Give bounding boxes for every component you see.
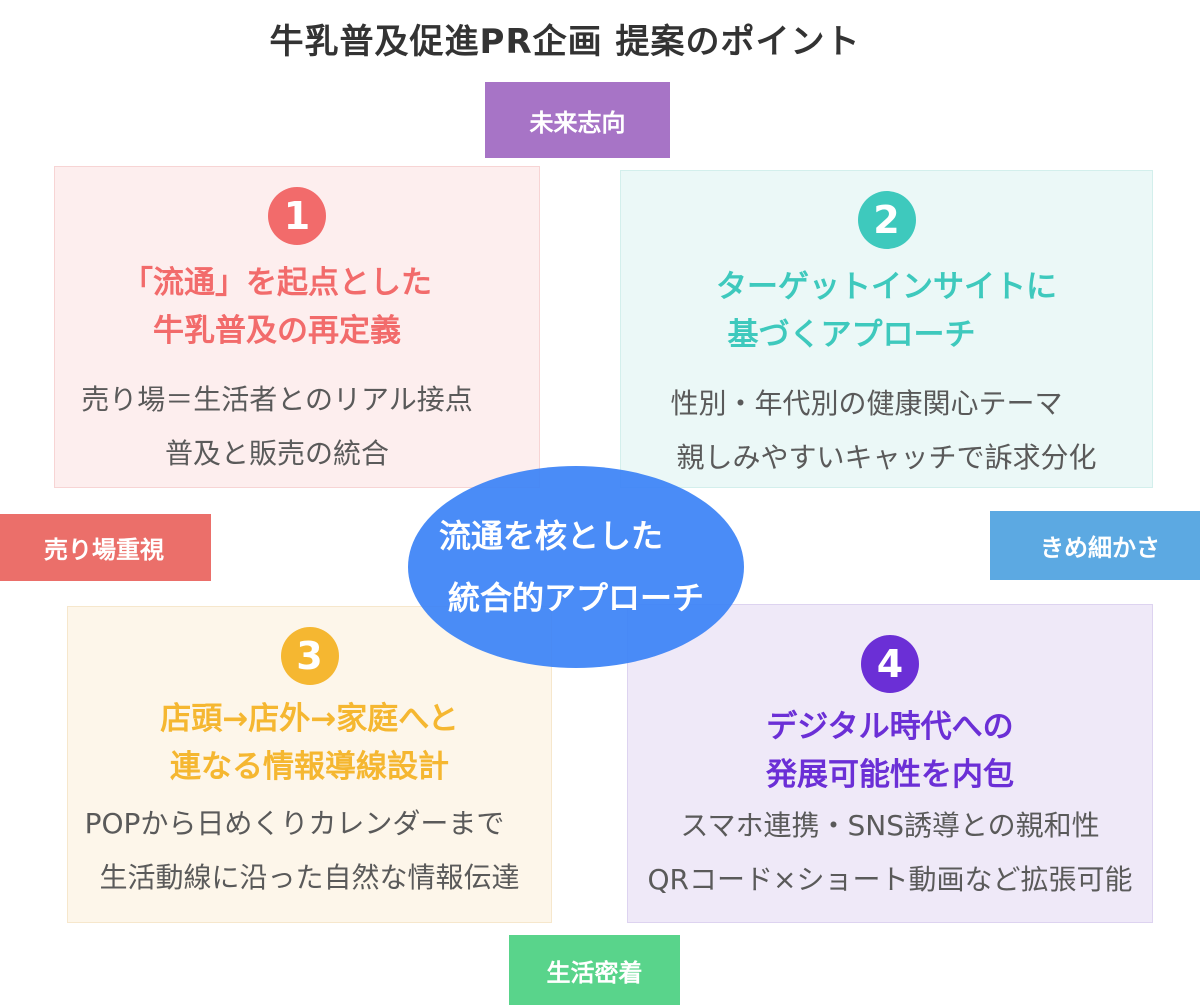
center-ellipse: 流通を核とした 統合的アプローチ bbox=[408, 466, 744, 668]
tag-left: 売り場重視 bbox=[0, 514, 211, 581]
tag-bottom: 生活密着 bbox=[509, 935, 680, 1005]
panel-desc-3: POPから日めくりカレンダーまで 生活動線に沿った自然な情報伝達 bbox=[85, 797, 520, 905]
panel-heading-1-line1: 「流通」を起点とした bbox=[122, 265, 432, 301]
panel-heading-1: 「流通」を起点とした 牛乳普及の再定義 bbox=[122, 259, 432, 355]
panel-desc-2-line2: 親しみやすいキャッチで訴求分化 bbox=[676, 441, 1097, 474]
panel-heading-4-line2: 発展可能性を内包 bbox=[766, 757, 1014, 793]
panel-desc-1: 売り場＝生活者とのリアル接点 普及と販売の統合 bbox=[81, 373, 472, 481]
panel-desc-4-line2: QRコード×ショート動画など拡張可能 bbox=[647, 863, 1133, 896]
panel-desc-2: 性別・年代別の健康関心テーマ 親しみやすいキャッチで訴求分化 bbox=[670, 377, 1097, 485]
panel-desc-4-line1: スマホ連携・SNS誘導との親和性 bbox=[680, 809, 1100, 842]
page-title: 牛乳普及促進PR企画 提案のポイント bbox=[269, 22, 861, 62]
panel-heading-4: デジタル時代への 発展可能性を内包 bbox=[766, 703, 1014, 799]
point-panel-1: 1 「流通」を起点とした 牛乳普及の再定義 売り場＝生活者とのリアル接点 普及と… bbox=[54, 166, 540, 488]
panel-desc-1-line1: 売り場＝生活者とのリアル接点 bbox=[81, 383, 473, 416]
panel-desc-2-line1: 性別・年代別の健康関心テーマ bbox=[670, 387, 1063, 420]
center-line2: 統合的アプローチ bbox=[447, 579, 704, 617]
panel-heading-3: 店頭→店外→家庭へと 連なる情報導線設計 bbox=[160, 695, 458, 791]
panel-heading-2-line2: 基づくアプローチ bbox=[727, 317, 976, 353]
number-badge-4: 4 bbox=[861, 635, 919, 693]
panel-heading-1-line2: 牛乳普及の再定義 bbox=[153, 313, 401, 349]
number-badge-1: 1 bbox=[268, 187, 326, 245]
point-panel-2: 2 ターゲットインサイトに 基づくアプローチ 性別・年代別の健康関心テーマ 親し… bbox=[620, 170, 1153, 488]
center-line1: 流通を核とした bbox=[438, 517, 663, 555]
number-badge-2: 2 bbox=[857, 191, 916, 249]
tag-top: 未来志向 bbox=[485, 82, 670, 158]
point-panel-3: 3 店頭→店外→家庭へと 連なる情報導線設計 POPから日めくりカレンダーまで … bbox=[67, 606, 552, 923]
number-badge-3: 3 bbox=[280, 627, 339, 685]
panel-heading-2: ターゲットインサイトに 基づくアプローチ bbox=[716, 263, 1057, 359]
panel-desc-3-line1: POPから日めくりカレンダーまで bbox=[84, 807, 505, 840]
panel-desc-3-line2: 生活動線に沿った自然な情報伝達 bbox=[99, 861, 520, 894]
panel-heading-2-line1: ターゲットインサイトに bbox=[716, 269, 1057, 305]
point-panel-4: 4 デジタル時代への 発展可能性を内包 スマホ連携・SNS誘導との親和性 QRコ… bbox=[627, 604, 1153, 923]
panel-desc-4: スマホ連携・SNS誘導との親和性 QRコード×ショート動画など拡張可能 bbox=[648, 799, 1133, 907]
panel-heading-3-line1: 店頭→店外→家庭へと bbox=[160, 701, 459, 737]
panel-desc-1-line2: 普及と販売の統合 bbox=[164, 437, 389, 470]
panel-heading-4-line1: デジタル時代への bbox=[766, 709, 1014, 745]
tag-right: きめ細かさ bbox=[990, 511, 1200, 580]
panel-heading-3-line2: 連なる情報導線設計 bbox=[170, 749, 449, 785]
